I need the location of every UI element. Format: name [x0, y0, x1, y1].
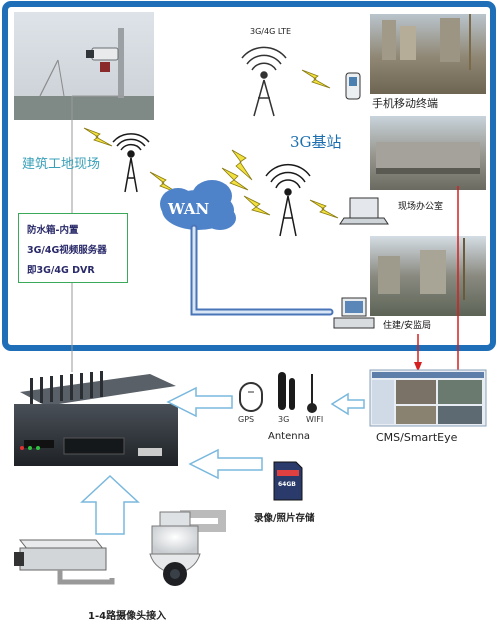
gps-label: GPS: [238, 415, 255, 424]
cameras-label: 1-4路摄像头接入: [88, 611, 167, 622]
photo-mobile-terminal: [370, 14, 486, 94]
sd-card-capacity: 64GB: [278, 481, 296, 488]
mobile-terminal-label: 手机移动终端: [372, 97, 438, 110]
bureau-label: 住建/安监局: [383, 321, 432, 331]
dvr-line-1: 防水箱-内置: [27, 225, 79, 236]
left-tower: [112, 133, 150, 193]
photo-bureau: [370, 236, 486, 316]
mobile-phone-icon: [345, 72, 361, 100]
lte-label: 3G/4G LTE: [250, 27, 292, 36]
dvr-description-box: 防水箱-内置 3G/4G视频服务器 即3G/4G DVR: [18, 213, 128, 283]
base-station-label: 3G基站: [290, 133, 342, 151]
sd-card-icon: [273, 461, 303, 501]
bullet-camera: [14, 539, 115, 585]
dome-ptz-camera: [149, 510, 226, 586]
wan-cloud: [160, 180, 236, 230]
cms-label: CMS/SmartEye: [376, 431, 458, 444]
cms-screenshot: [369, 369, 487, 427]
signal-bolts: [83, 69, 339, 219]
laptop-icon: [339, 197, 389, 225]
data-arrows: [80, 386, 365, 535]
wifi-label: WIFI: [306, 415, 324, 424]
site-camera-photo: [14, 12, 154, 120]
dvr-line-2: 3G/4G视频服务器: [27, 245, 107, 256]
right-tower: [265, 163, 311, 237]
site-office-label: 现场办公室: [398, 202, 444, 212]
antenna-label: Antenna: [268, 431, 311, 442]
lte-tower: [241, 46, 287, 117]
dvr-line-3: 即3G/4G DVR: [27, 265, 95, 276]
dvr-device: [14, 371, 178, 466]
3g-label: 3G: [278, 415, 290, 424]
site-label: 建筑工地现场: [22, 157, 101, 172]
storage-label: 录像/照片存储: [254, 513, 315, 524]
antenna-icons: [239, 372, 317, 413]
wan-label: WAN: [168, 200, 210, 218]
desktop-pc-icon: [333, 297, 375, 329]
photo-site-office: [370, 116, 486, 190]
